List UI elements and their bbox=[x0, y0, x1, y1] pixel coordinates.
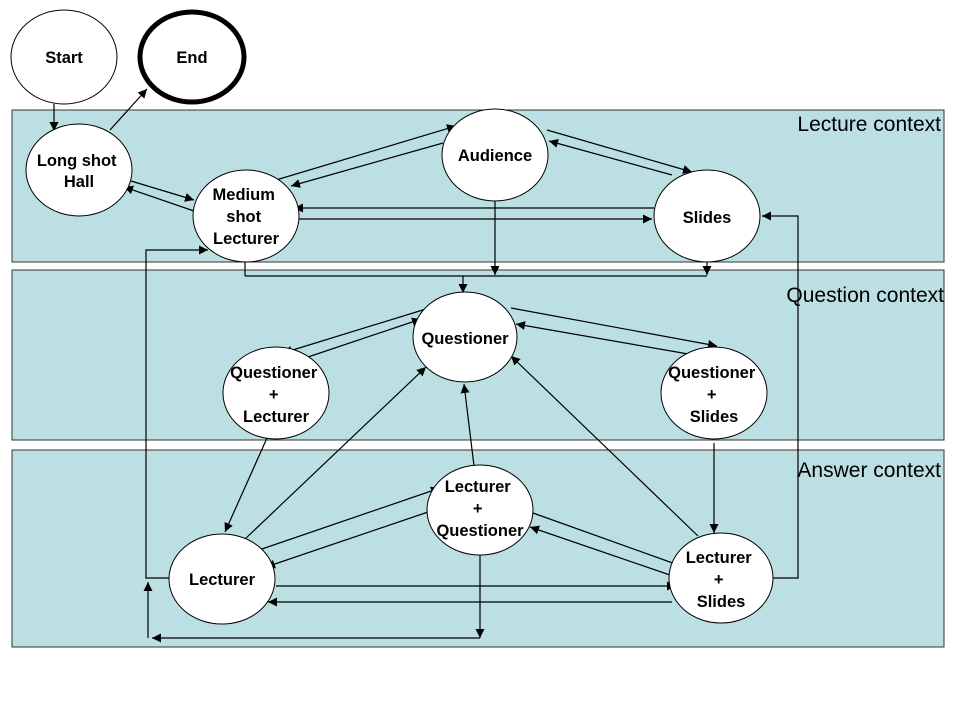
node-questioner[interactable]: Questioner bbox=[412, 291, 518, 383]
edge-longshot-to-end bbox=[109, 88, 148, 131]
edge-lecturer-to-lq bbox=[258, 486, 441, 551]
node-questioner-lecturer[interactable]: Questioner + Lecturer bbox=[222, 346, 330, 440]
edge-medium-to-longshot bbox=[123, 185, 195, 212]
edge-questioner-to-qslides bbox=[510, 307, 718, 349]
questioner-label: Questioner bbox=[421, 330, 509, 348]
medium-shot-lecturer-label: Medium shot Lecturer bbox=[213, 186, 280, 248]
edge-lecturer-to-medium bbox=[145, 245, 208, 579]
start-label: Start bbox=[45, 49, 83, 67]
end-label: End bbox=[176, 49, 207, 67]
edge-qlecturer-to-questioner bbox=[307, 317, 422, 358]
question-context-label: Question context bbox=[786, 284, 944, 307]
edge-questioner-to-qlecturer bbox=[282, 308, 427, 355]
lecturer-questioner-label: Lecturer + Questioner bbox=[436, 478, 524, 540]
questioner-lecturer-label: Questioner + Lecturer bbox=[230, 364, 322, 426]
edge-slides-to-audience bbox=[548, 139, 673, 176]
node-long-shot-hall[interactable]: Long shot Hall bbox=[25, 123, 133, 217]
node-end[interactable]: End bbox=[137, 9, 247, 105]
edge-lecturer-to-questioner bbox=[243, 366, 427, 541]
node-lecturer-slides[interactable]: Lecturer + Slides bbox=[668, 532, 774, 624]
long-shot-hall-label: Long shot Hall bbox=[37, 152, 121, 191]
node-lecturer-questioner[interactable]: Lecturer + Questioner bbox=[426, 464, 534, 556]
edge-lq-to-lecturer bbox=[265, 510, 432, 569]
node-slides[interactable]: Slides bbox=[653, 169, 761, 263]
answer-context-label: Answer context bbox=[797, 459, 941, 482]
audience-label: Audience bbox=[458, 147, 532, 165]
edge-audience-to-medium bbox=[290, 142, 444, 188]
edge-longshot-to-medium bbox=[130, 180, 195, 202]
lecture-context-label: Lecture context bbox=[797, 113, 941, 136]
edge-audience-to-slides bbox=[546, 129, 693, 174]
edge-ls-to-slides bbox=[762, 211, 799, 579]
node-medium-shot-lecturer[interactable]: Medium shot Lecturer bbox=[192, 169, 300, 263]
edges bbox=[49, 88, 799, 643]
node-audience[interactable]: Audience bbox=[441, 108, 549, 202]
edge-qlecturer-to-lecturer bbox=[224, 437, 268, 533]
edge-qslides-to-questioner bbox=[515, 321, 695, 356]
questioner-slides-label: Questioner + Slides bbox=[668, 364, 760, 426]
edge-ls-to-lq bbox=[529, 525, 671, 576]
lecturer-label: Lecturer bbox=[189, 571, 256, 589]
edge-ls-to-questioner bbox=[510, 355, 699, 537]
node-questioner-slides[interactable]: Questioner + Slides bbox=[660, 346, 768, 440]
edge-medium-to-audience bbox=[275, 124, 457, 181]
edge-lq-to-questioner bbox=[460, 383, 475, 467]
lecturer-slides-label: Lecturer + Slides bbox=[686, 549, 757, 611]
slides-label: Slides bbox=[683, 209, 732, 227]
edge-lq-to-ls bbox=[532, 512, 682, 568]
node-lecturer[interactable]: Lecturer bbox=[168, 533, 276, 625]
node-start[interactable]: Start bbox=[10, 9, 118, 105]
